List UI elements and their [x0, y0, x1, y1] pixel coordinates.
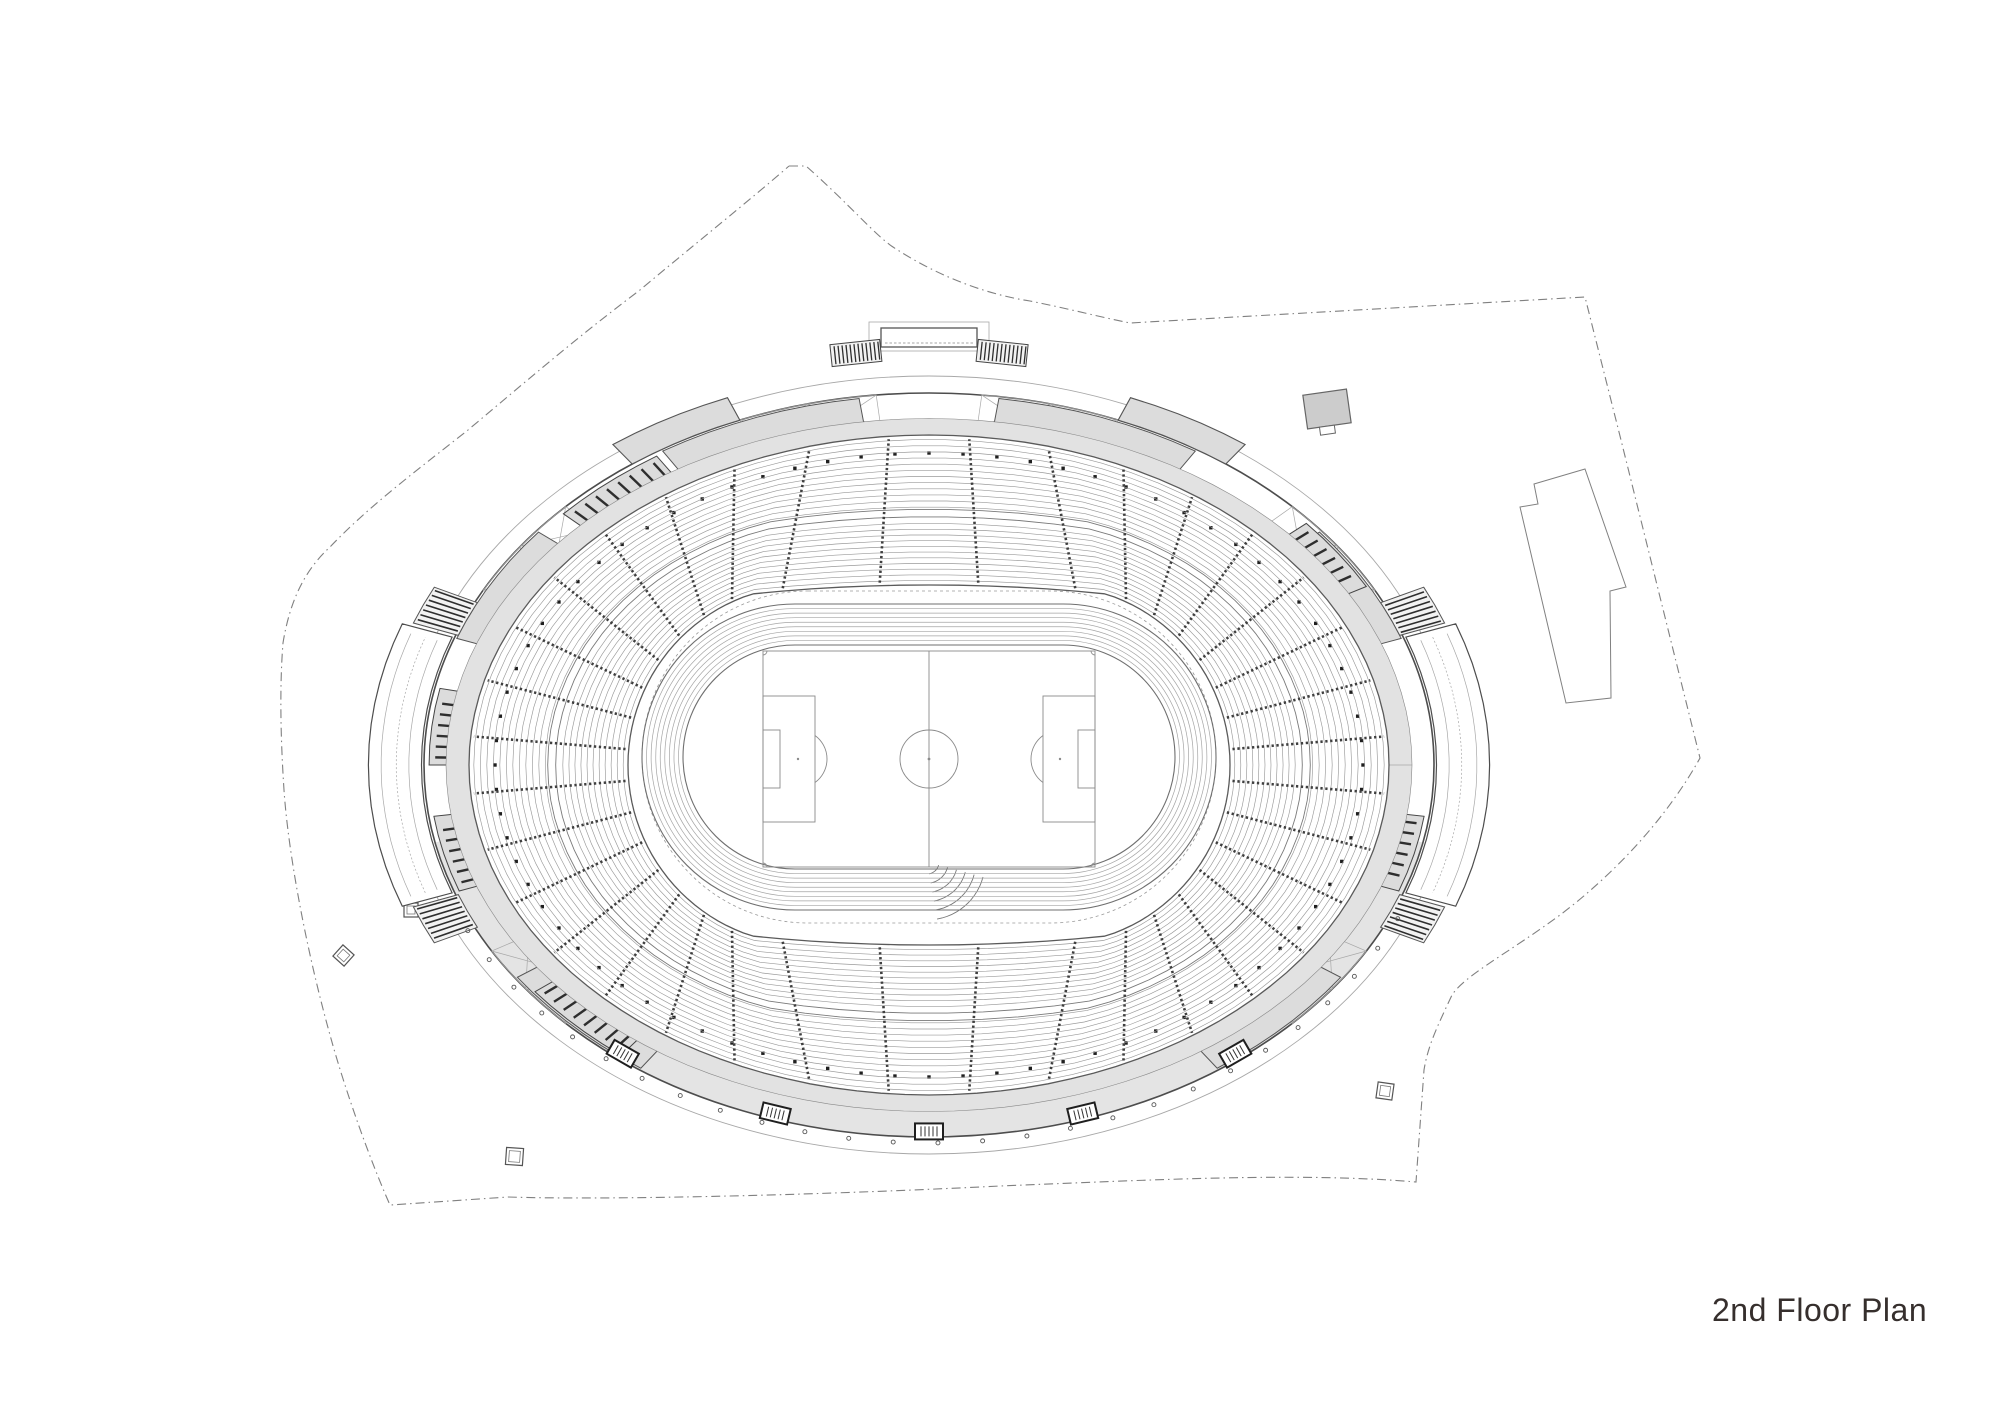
stair-box: [914, 1122, 944, 1141]
terrace-stair-ramp: [412, 894, 479, 944]
corner-arc: [1090, 862, 1096, 868]
stair-box: [605, 1038, 641, 1070]
side-terraces: [367, 586, 1491, 944]
gate-pavilion: [1117, 397, 1247, 465]
bollards: [465, 916, 1401, 1146]
running-track: [641, 603, 1217, 911]
external-buildings: [332, 388, 1627, 1167]
site-marker: [332, 944, 355, 967]
corner-arc: [1090, 650, 1096, 656]
terrace-stair-ramp: [1379, 894, 1446, 944]
center-circle: [899, 729, 959, 789]
west-terrace: [367, 586, 479, 944]
penalty-area: [762, 695, 828, 823]
corner-arc: [762, 862, 768, 868]
center-spot: [927, 757, 931, 761]
football-pitch: [762, 650, 1096, 868]
north-gate-stair: [975, 338, 1029, 368]
stair-box: [1066, 1101, 1100, 1126]
penalty-area: [1030, 695, 1096, 823]
site-marker: [1375, 1081, 1395, 1101]
gate-pavilion: [611, 397, 741, 465]
north-gate-pavilion: [829, 321, 1029, 368]
apron-stair-boxes: [605, 1038, 1253, 1141]
north-gate-stair: [829, 338, 883, 368]
site-boundary: [280, 165, 1701, 1206]
corner-arc: [762, 650, 768, 656]
terrace-stair-ramp: [1379, 586, 1446, 636]
stair-box: [758, 1101, 792, 1126]
external-gray-building: [1302, 388, 1352, 436]
east-terrace: [1379, 586, 1491, 944]
site-marker: [504, 1146, 525, 1167]
stair-box: [1217, 1038, 1253, 1070]
radial-aisles: [473, 439, 1385, 1091]
room-block: [1194, 960, 1342, 1069]
seating-bowl: [445, 418, 1413, 1112]
sheet-title: 2nd Floor Plan: [1712, 1292, 1928, 1328]
